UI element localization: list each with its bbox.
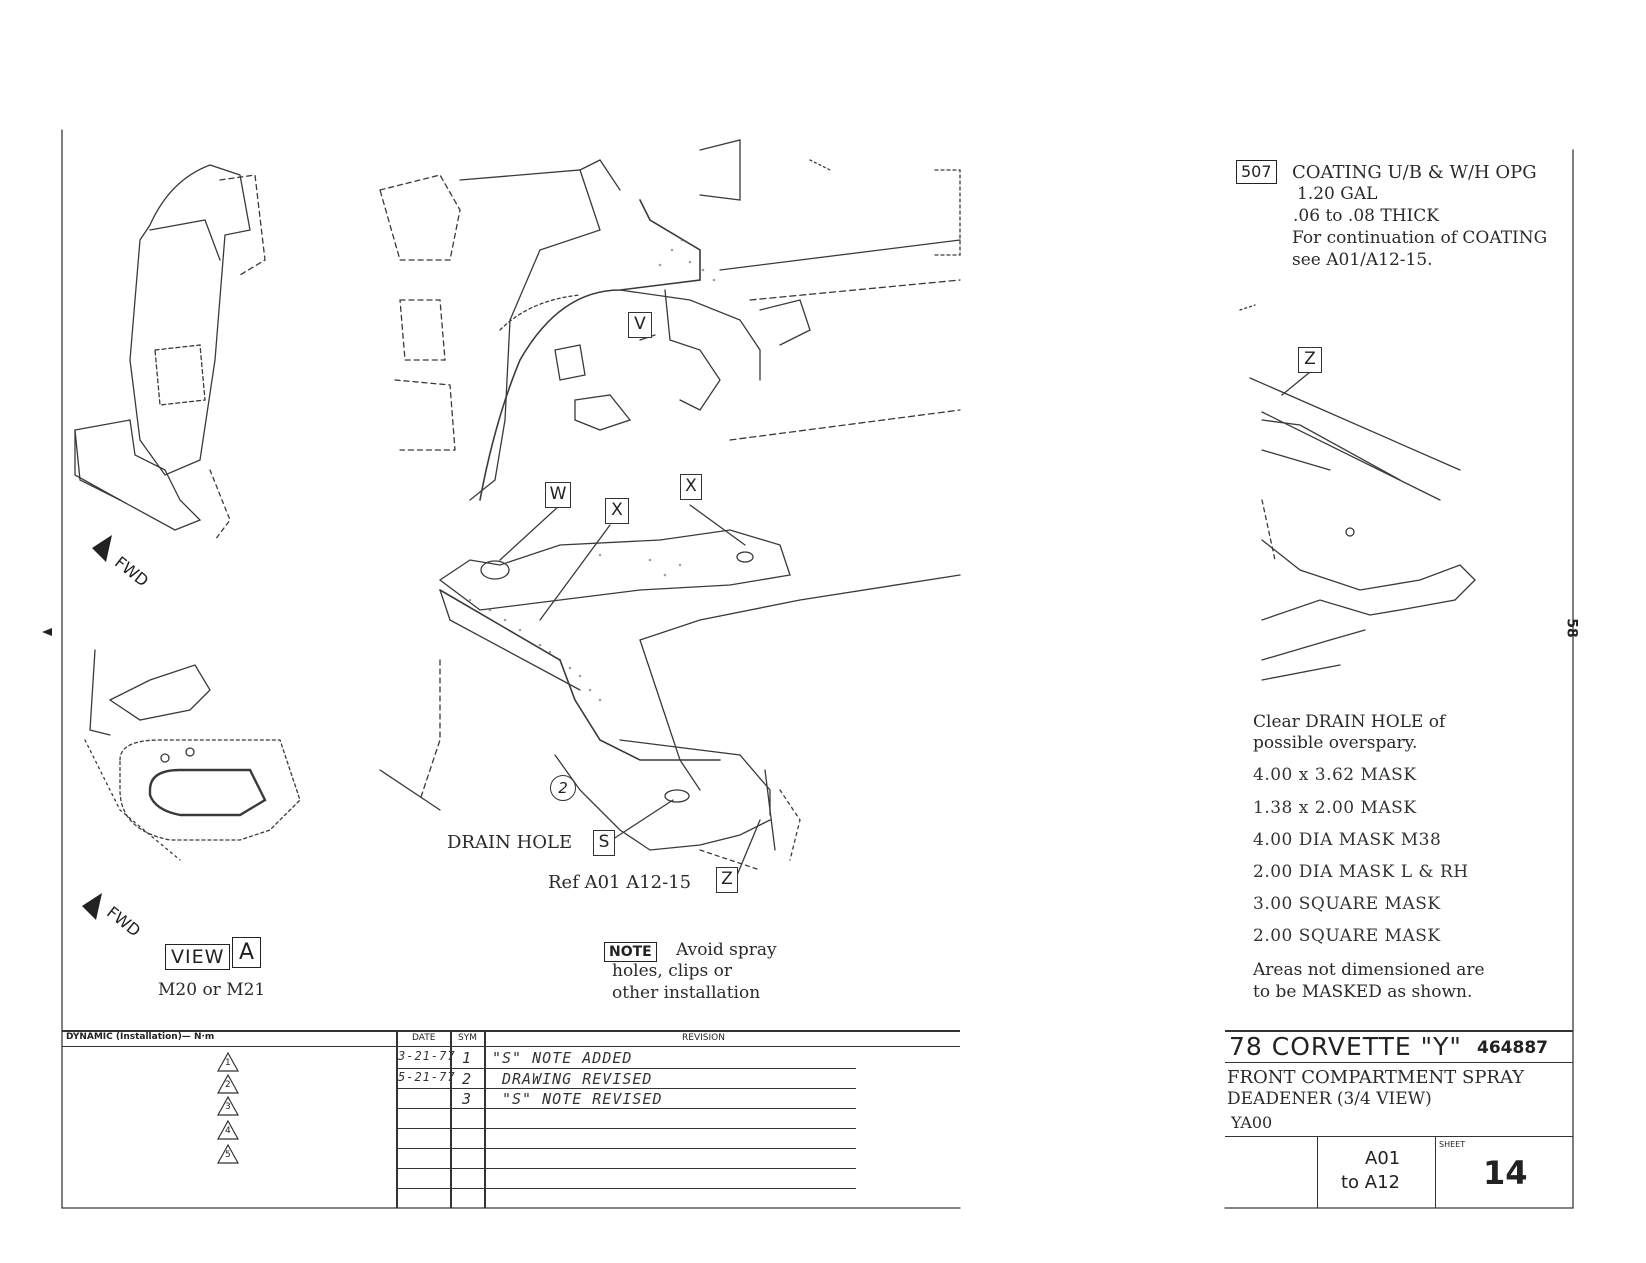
revision-sym-3: 3 xyxy=(462,1090,473,1108)
drain-note-line2: possible overspary. xyxy=(1253,733,1418,753)
coating-line2: 1.20 GAL xyxy=(1297,184,1378,204)
title-code: YA00 xyxy=(1231,1113,1273,1132)
triangle-icon xyxy=(216,1095,240,1116)
note-avoid-line2: holes, clips or xyxy=(612,961,732,981)
areas-note-line1: Areas not dimensioned are xyxy=(1253,960,1485,980)
revision-date-2: 5-21-77 xyxy=(398,1070,456,1084)
coating-line1: COATING U/B & W/H OPG xyxy=(1292,162,1537,183)
triangle-number: 4 xyxy=(225,1126,231,1136)
areas-note-line2: to be MASKED as shown. xyxy=(1253,982,1473,1002)
coating-line5: see A01/A12-15. xyxy=(1292,250,1433,270)
title-block: 78 CORVETTE "Y" 464887 FRONT COMPARTMENT… xyxy=(1225,1030,1573,1208)
revision-sym-2: 2 xyxy=(462,1070,473,1088)
mask-item-1: 4.00 x 3.62 MASK xyxy=(1253,765,1417,785)
coating-line3: .06 to .08 THICK xyxy=(1293,206,1439,226)
triangle-number: 2 xyxy=(225,1080,231,1090)
callout-z-right: Z xyxy=(1298,347,1322,373)
title-area-from: A01 xyxy=(1365,1148,1401,1169)
triangle-number: 1 xyxy=(225,1058,231,1068)
revision-triangle-5: 5 xyxy=(216,1143,240,1164)
triangle-icon xyxy=(216,1143,240,1164)
title-line1: FRONT COMPARTMENT SPRAY xyxy=(1227,1067,1525,1088)
title-sheet-label: SHEET xyxy=(1439,1140,1466,1149)
callout-x-2: X xyxy=(680,474,702,500)
triangle-icon xyxy=(216,1073,240,1094)
triangle-number: 3 xyxy=(225,1102,231,1112)
revision-sym-1: 1 xyxy=(462,1049,473,1067)
note-tag: NOTE xyxy=(604,942,657,962)
drain-note-line1: Clear DRAIN HOLE of xyxy=(1253,712,1446,732)
triangle-icon xyxy=(216,1119,240,1140)
callout-z-main: Z xyxy=(716,867,738,893)
revision-table: DYNAMIC (Installation)— N·m DATE SYM REV… xyxy=(62,1030,960,1208)
callout-w: W xyxy=(545,482,571,508)
mask-item-3: 4.00 DIA MASK M38 xyxy=(1253,830,1442,850)
mask-item-5: 3.00 SQUARE MASK xyxy=(1253,894,1441,914)
note-avoid-line3: other installation xyxy=(612,983,761,1003)
revision-header: REVISION xyxy=(682,1033,725,1043)
callout-x-1: X xyxy=(605,498,629,524)
revision-text-1: "S" NOTE ADDED xyxy=(492,1049,633,1067)
revision-triangle-4: 4 xyxy=(216,1119,240,1140)
ref-label: Ref A01 A12-15 xyxy=(548,872,692,893)
revision-text-3: "S" NOTE REVISED xyxy=(502,1090,663,1108)
revision-triangle-1: 1 xyxy=(216,1051,240,1072)
view-label-letter: A xyxy=(232,937,262,968)
sym-header: SYM xyxy=(458,1033,477,1043)
view-sub-label: M20 or M21 xyxy=(158,980,266,1000)
callout-item-2: 2 xyxy=(550,775,576,801)
mask-item-2: 1.38 x 2.00 MASK xyxy=(1253,798,1417,818)
mask-item-6: 2.00 SQUARE MASK xyxy=(1253,926,1441,946)
title-model: 78 CORVETTE "Y" xyxy=(1229,1032,1462,1061)
dynamic-header: DYNAMIC (Installation)— N·m xyxy=(66,1032,215,1042)
triangle-number: 5 xyxy=(225,1150,231,1160)
title-line2: DEADENER (3/4 VIEW) xyxy=(1227,1089,1432,1109)
callout-v: V xyxy=(628,312,652,338)
note-avoid-line1: Avoid spray xyxy=(676,940,777,960)
revision-text-2: DRAWING REVISED xyxy=(502,1070,653,1088)
title-sheet-number: 14 xyxy=(1483,1154,1528,1192)
coating-code-box: 507 xyxy=(1236,160,1277,184)
title-number: 464887 xyxy=(1477,1038,1548,1058)
triangle-icon xyxy=(216,1051,240,1072)
callout-s: S xyxy=(593,830,615,856)
view-label-word: VIEW xyxy=(165,944,231,970)
date-header: DATE xyxy=(412,1033,436,1043)
revision-triangle-3: 3 xyxy=(216,1095,240,1116)
coating-line4: For continuation of COATING xyxy=(1292,228,1548,248)
title-area-to: to A12 xyxy=(1341,1172,1401,1193)
revision-date-1: 3-21-77 xyxy=(398,1049,456,1063)
revision-triangle-2: 2 xyxy=(216,1073,240,1094)
drain-hole-label: DRAIN HOLE xyxy=(447,832,573,853)
margin-page-number: 58 xyxy=(1563,618,1580,638)
mask-item-4: 2.00 DIA MASK L & RH xyxy=(1253,862,1469,882)
